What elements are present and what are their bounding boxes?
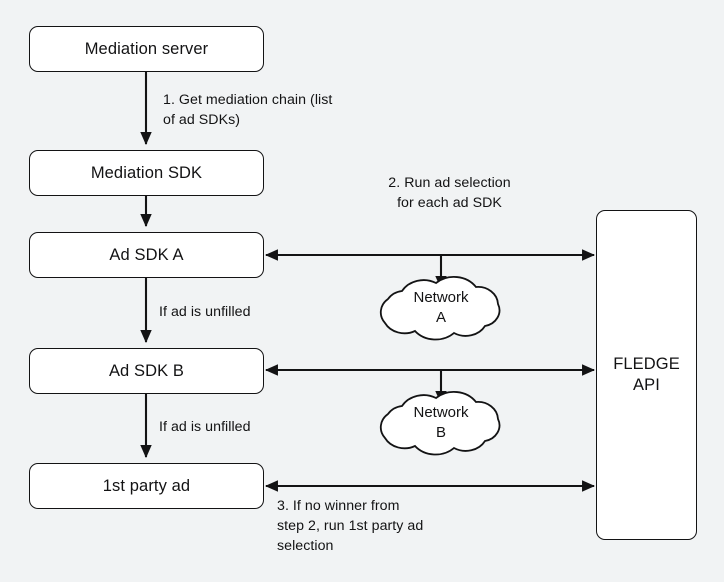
edge-label-step-2: 2. Run ad selection for each ad SDK (388, 175, 511, 212)
edge-label-step-1: 1. Get mediation chain (list of ad SDKs) (163, 92, 333, 129)
node-first-party-ad[interactable]: 1st party ad (29, 463, 264, 509)
node-ad-sdk-b[interactable]: Ad SDK B (29, 348, 264, 394)
node-ad-sdk-b-label: Ad SDK B (108, 361, 185, 380)
edge-label-step-3: 3. If no winner from step 2, run 1st par… (277, 498, 424, 555)
edge-label-unfilled-b: If ad is unfilled (159, 419, 251, 435)
node-fledge-api-label: FLEDGE API (613, 355, 680, 394)
node-ad-sdk-a[interactable]: Ad SDK A (29, 232, 264, 278)
network-a-cloud-shape (379, 276, 501, 341)
node-mediation-sdk[interactable]: Mediation SDK (29, 150, 264, 196)
edge-label-unfilled-a: If ad is unfilled (159, 304, 251, 320)
node-mediation-server-label: Mediation server (84, 39, 209, 58)
node-mediation-server[interactable]: Mediation server (29, 26, 264, 72)
node-ad-sdk-a-label: Ad SDK A (109, 245, 184, 264)
network-b-cloud-shape (379, 391, 501, 456)
node-fledge-api[interactable]: FLEDGE API (596, 210, 697, 540)
node-mediation-sdk-label: Mediation SDK (90, 163, 203, 182)
node-first-party-ad-label: 1st party ad (102, 476, 191, 495)
